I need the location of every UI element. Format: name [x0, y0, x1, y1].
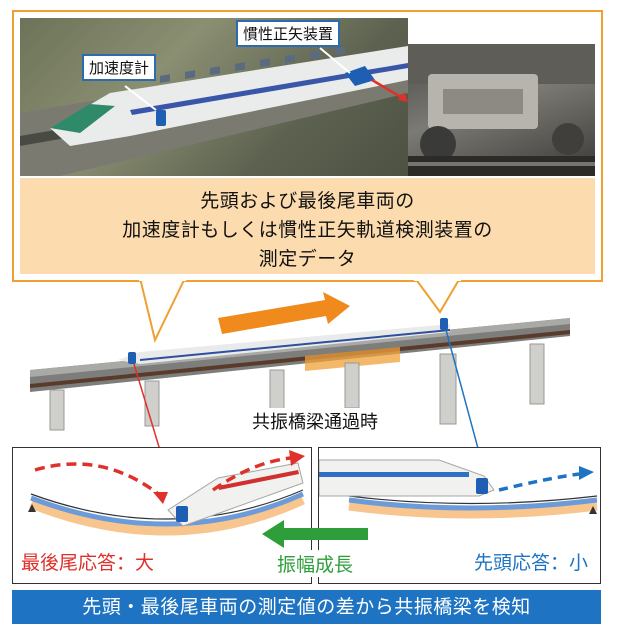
train-model-photo	[20, 18, 408, 176]
front-response-label: 先頭応答：小	[473, 552, 588, 574]
pointer-arrow-line	[371, 78, 407, 102]
undercarriage-photo	[408, 44, 595, 176]
train-stripe	[130, 63, 408, 115]
inertial-device-icon	[345, 66, 375, 86]
track-rails	[30, 330, 570, 388]
beam-deflection-curve	[348, 495, 598, 505]
rear-response-label: 最後尾応答：大	[21, 552, 155, 574]
inertial-device-label: 慣性正矢装置	[236, 20, 341, 47]
beam-layer-orange	[29, 495, 305, 536]
rear-response-diagram	[28, 450, 305, 536]
accelerometer-sensor-icon	[156, 110, 166, 126]
train-model-illustration	[20, 46, 408, 176]
undercarriage-illustration	[408, 44, 595, 176]
train-nose	[50, 104, 115, 133]
direction-arrow	[218, 292, 350, 334]
accelerometer-label: 加速度計	[82, 54, 157, 81]
callout-pointer-left	[138, 278, 187, 343]
beam-layer-blue	[348, 497, 598, 511]
callout-pointer-right	[413, 278, 462, 314]
bridge-piers	[49, 343, 545, 431]
caption-line-1: 先頭および最後尾車両の	[200, 190, 415, 212]
rear-car-sensor-icon	[176, 506, 188, 522]
measurement-data-frame: 加速度計 慣性正矢装置 先頭および最後尾車両の 加速度計もしくは慣性正矢軌道検測…	[12, 10, 603, 282]
resonance-passage-label: 共振橋梁通過時	[215, 408, 415, 434]
amplitude-growth-arrow	[262, 520, 368, 548]
amplitude-growth-label: 振幅成長	[260, 550, 370, 577]
train-windows	[160, 46, 345, 83]
rear-sensor-icon	[128, 352, 136, 364]
rear-drop-line	[133, 363, 161, 448]
beam-layer-blue	[30, 491, 305, 527]
left-support-icon	[28, 504, 36, 512]
summary-bar: 先頭・最後尾車両の測定値の差から共振橋梁を検知	[12, 590, 601, 624]
caption-line-2: 加速度計もしくは慣性正矢軌道検測装置の	[122, 219, 493, 241]
front-sensor-icon	[440, 318, 448, 330]
pointer-arrow-head	[398, 92, 408, 102]
beam-deflection-curve	[30, 489, 304, 520]
front-response-diagram	[319, 459, 598, 519]
front-drop-line	[445, 329, 479, 448]
front-car-icon	[319, 459, 495, 497]
beam-layer-orange	[348, 501, 598, 519]
right-support-icon	[589, 506, 597, 514]
front-motion-arrow	[498, 472, 580, 492]
wheel-icon	[420, 126, 456, 162]
caption-line-3: 測定データ	[258, 248, 357, 270]
resonant-span	[305, 347, 400, 371]
viaduct-scene	[30, 278, 570, 448]
caption-band: 先頭および最後尾車両の 加速度計もしくは慣性正矢軌道検測装置の 測定データ	[20, 178, 595, 274]
front-car-sensor-icon	[476, 478, 488, 494]
rear-motion-arrow-up	[211, 456, 292, 492]
rear-motion-arrow-down	[34, 462, 163, 498]
